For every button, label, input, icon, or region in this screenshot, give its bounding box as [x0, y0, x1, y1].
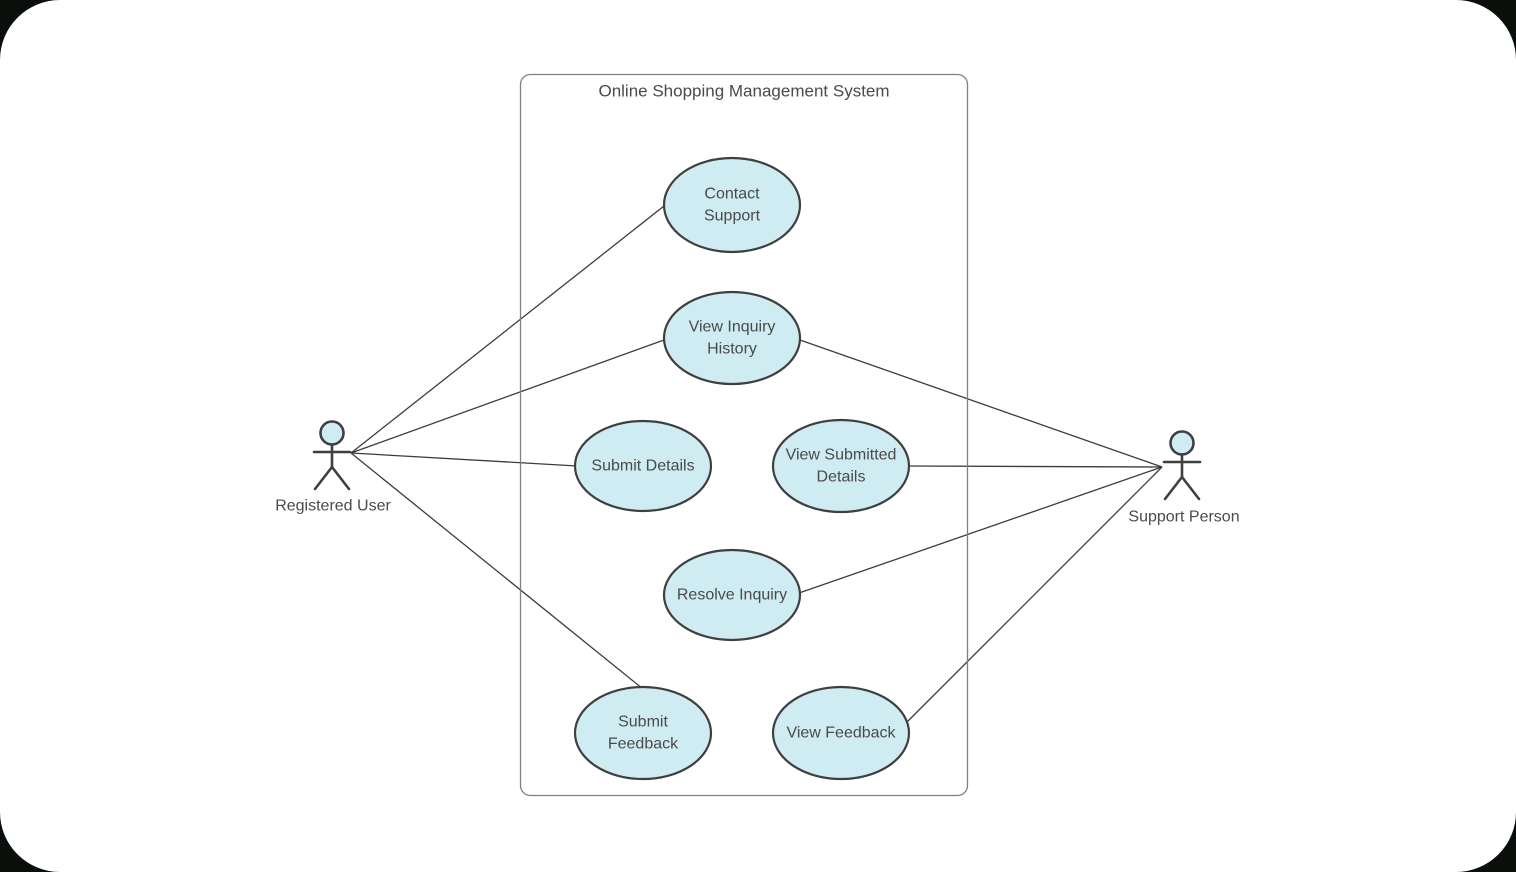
association-registered-user-contact-support[interactable] [350, 205, 665, 454]
system-boundary-rect[interactable] [519, 73, 969, 797]
use-case-label-line: Details [817, 469, 866, 486]
use-case-view-feedback[interactable]: View Feedback [771, 685, 911, 781]
use-case-label-line: Submit [618, 714, 668, 731]
use-case-label-line: View Submitted [786, 447, 897, 464]
actor-label: Registered User [275, 498, 391, 515]
actor-head-icon [319, 420, 345, 446]
actor-right-leg-icon [1180, 475, 1201, 501]
use-case-view-inquiry-history[interactable]: View Inquiry History [662, 290, 802, 386]
use-case-view-submitted-details[interactable]: View Submitted Details [771, 418, 911, 514]
association-registered-user-submit-details[interactable] [350, 452, 578, 467]
use-case-label-line: Resolve Inquiry [677, 587, 787, 604]
association-support-person-resolve-inquiry[interactable] [798, 466, 1163, 594]
association-registered-user-submit-feedback[interactable] [350, 452, 644, 690]
use-case-submit-feedback[interactable]: Submit Feedback [573, 685, 713, 781]
system-boundary[interactable]: Online Shopping Management System [519, 73, 969, 797]
use-case-label-line: Contact [704, 186, 760, 203]
association-registered-user-view-inquiry-history[interactable] [350, 339, 665, 454]
system-title: Online Shopping Management System [598, 82, 889, 101]
use-case-submit-details[interactable]: Submit Details [573, 419, 713, 513]
use-case-ellipse[interactable] [771, 685, 911, 781]
actor-registered-user[interactable]: Registered User [275, 420, 391, 515]
use-case-ellipse[interactable] [662, 548, 802, 642]
actor-head-icon [1169, 430, 1195, 456]
actor-label: Support Person [1128, 509, 1239, 526]
use-case-ellipse[interactable] [573, 419, 713, 513]
use-case-label-line: History [707, 341, 757, 358]
use-case-label-line: Support [704, 208, 761, 225]
use-case-ellipse[interactable] [573, 685, 713, 781]
associations [350, 205, 1163, 724]
actor-left-leg-icon [1163, 475, 1184, 501]
actor-left-leg-icon [313, 465, 334, 491]
use-case-label-line: Feedback [608, 736, 679, 753]
association-support-person-view-feedback[interactable] [905, 466, 1163, 724]
actor-right-leg-icon [330, 465, 351, 491]
use-case-ellipse[interactable] [771, 418, 911, 514]
use-case-ellipse[interactable] [662, 156, 802, 254]
association-support-person-view-inquiry-history[interactable] [799, 339, 1163, 468]
use-case-label-line: View Inquiry [689, 319, 776, 336]
association-support-person-view-submitted-details[interactable] [908, 465, 1163, 468]
actor-support-person[interactable]: Support Person [1128, 430, 1240, 526]
use-case-label-line: View Feedback [786, 725, 896, 742]
use-case-contact-support[interactable]: Contact Support [662, 156, 802, 254]
use-case-resolve-inquiry[interactable]: Resolve Inquiry [662, 548, 802, 642]
use-case-ellipse[interactable] [662, 290, 802, 386]
use-case-label-line: Submit Details [591, 458, 694, 475]
